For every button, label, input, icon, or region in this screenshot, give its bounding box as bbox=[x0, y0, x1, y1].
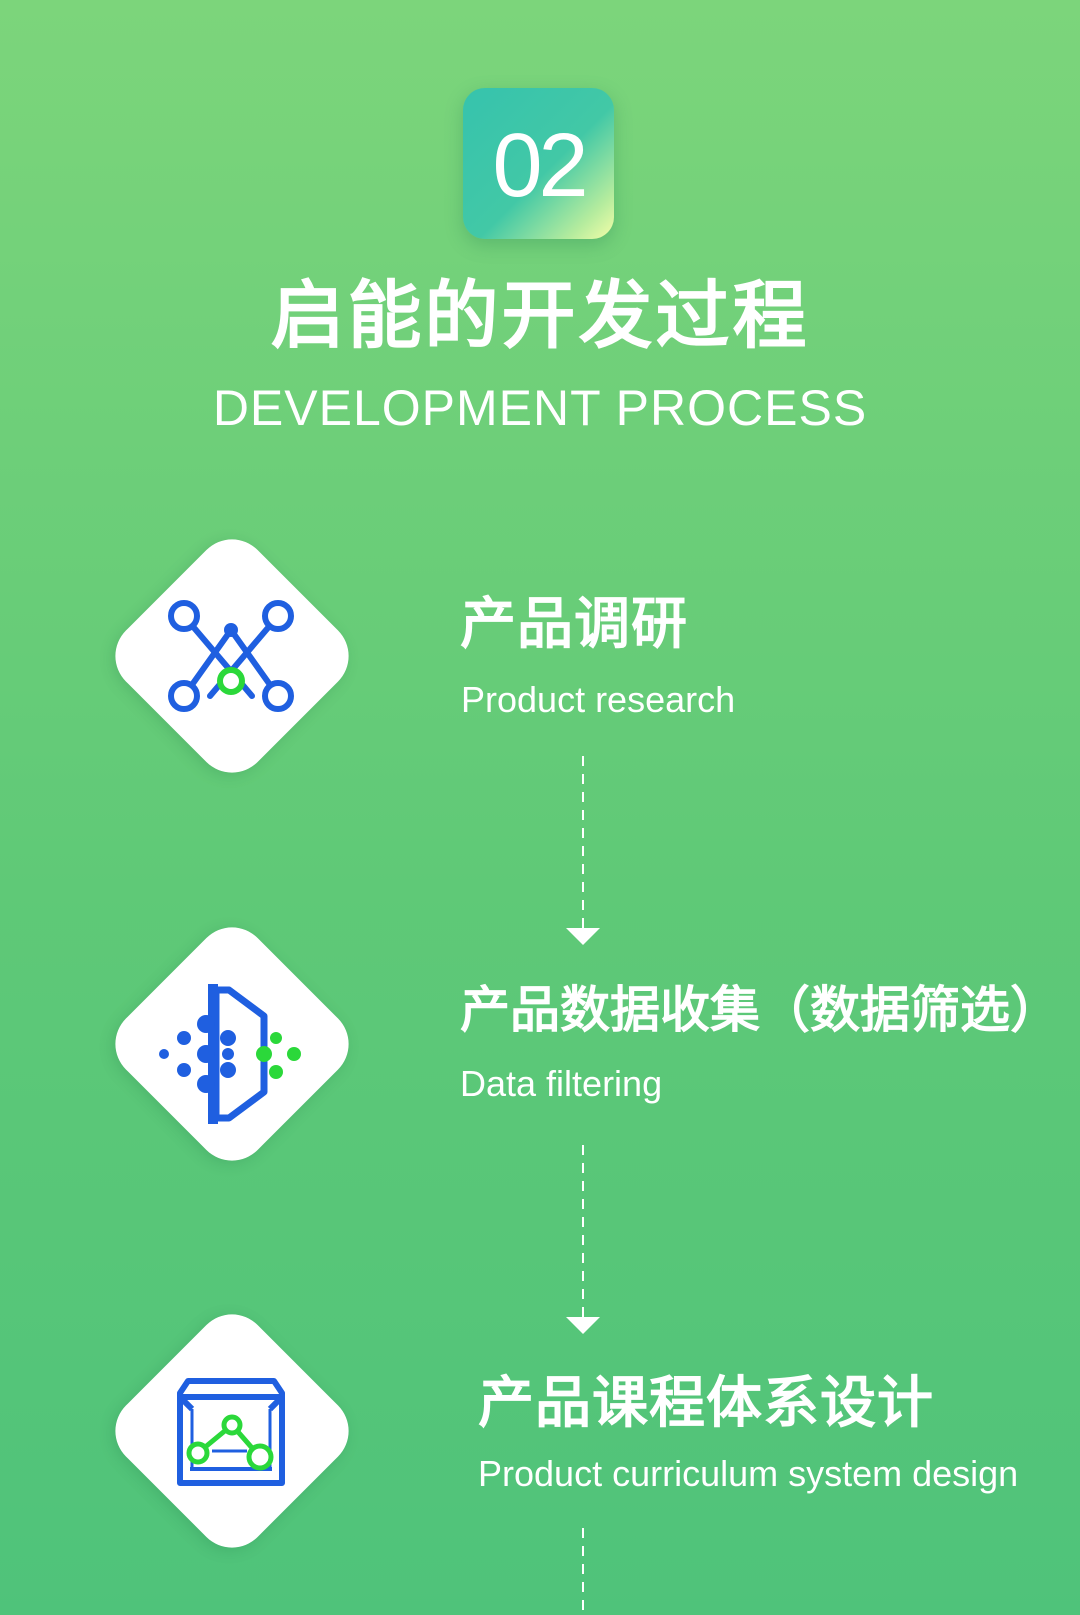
page-subtitle: DEVELOPMENT PROCESS bbox=[212, 380, 868, 436]
dashed-line-connector bbox=[582, 1528, 584, 1615]
dashed-arrow-connector bbox=[566, 1145, 600, 1334]
step-number: 02 bbox=[492, 115, 588, 216]
data-filter-icon bbox=[159, 984, 301, 1124]
step-1-subtitle: Product research bbox=[461, 679, 736, 720]
step-1-title: 产品调研 bbox=[460, 592, 688, 657]
step-3-title: 产品课程体系设计 bbox=[478, 1371, 934, 1436]
step-2-title: 产品数据收集（数据筛选） bbox=[460, 981, 1060, 1039]
network-nodes-icon bbox=[168, 600, 294, 712]
dashed-arrow-connector bbox=[566, 756, 600, 945]
curriculum-chart-icon bbox=[177, 1378, 285, 1486]
step-3-subtitle: Product curriculum system design bbox=[478, 1453, 1019, 1494]
page-title: 启能的开发过程 bbox=[270, 273, 810, 359]
step-2-subtitle: Data filtering bbox=[460, 1063, 663, 1104]
step-number-badge: 02 bbox=[463, 88, 614, 239]
